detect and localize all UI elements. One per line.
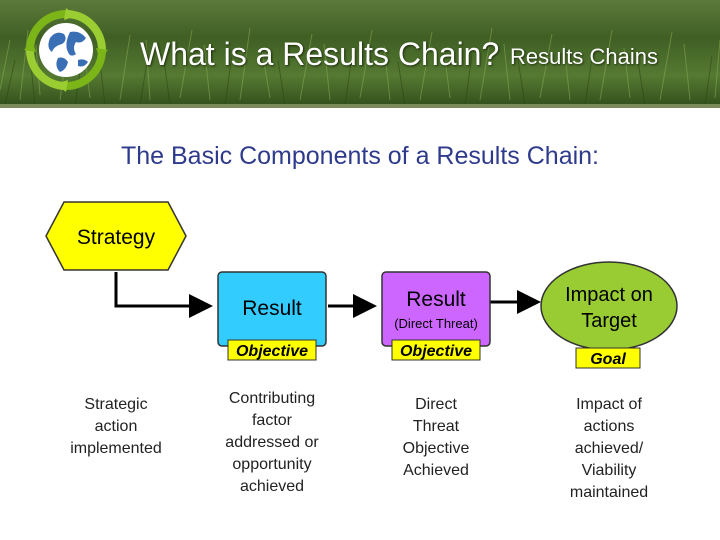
goal-label: Goal: [590, 351, 626, 368]
threat-description-line: Objective: [402, 440, 470, 457]
impact-description-line: maintained: [569, 484, 649, 501]
impact-label-line1: Impact on: [565, 284, 653, 306]
result-objective-label: Objective: [236, 343, 308, 360]
threat-objective-label: Objective: [400, 343, 472, 360]
impact-description: Impact of actions achieved/ Viability ma…: [538, 394, 680, 504]
strategy-description-line: action: [94, 418, 138, 435]
result-description-line: factor: [251, 412, 292, 429]
subtitle: The Basic Components of a Results Chain:: [120, 142, 599, 170]
impact-description-line: Impact of: [576, 396, 642, 413]
strategy-connector-arrow: [114, 272, 213, 318]
strategy-label: Strategy: [77, 226, 156, 249]
threat-description: Direct Threat Objective Achieved: [366, 394, 506, 482]
page-title: What is a Results Chain?: [140, 36, 500, 72]
result-objective-tag: [227, 339, 317, 361]
grass-background: [0, 24, 720, 106]
impact-description-line: actions: [583, 418, 635, 435]
threat-objective-tag: [391, 339, 481, 361]
strategy-hexagon: [45, 201, 187, 271]
strategy-description-line: Strategic: [84, 396, 148, 413]
result-label: Result: [242, 297, 302, 320]
threat-description-line: Achieved: [403, 462, 469, 479]
goal-tag: [575, 347, 641, 369]
section-label: Results Chains: [510, 44, 658, 69]
header-banner: What is a Results Chain? Results Chains: [0, 0, 720, 108]
strategy-description-line: implemented: [70, 440, 162, 457]
threat-description-line: Threat: [412, 418, 460, 435]
threat-description-line: Direct: [415, 396, 457, 413]
impact-on-target-ellipse: [540, 261, 678, 351]
strategy-description: Strategic action implemented: [46, 394, 186, 460]
direct-threat-result-label: Result: [406, 288, 466, 311]
impact-description-line: Viability: [581, 462, 637, 479]
globe-logo-icon: [24, 8, 108, 97]
header-divider: [0, 104, 720, 108]
direct-threat-sublabel: (Direct Threat): [394, 316, 478, 331]
impact-label-line2: Target: [581, 310, 637, 332]
result-description-line: opportunity: [232, 456, 312, 473]
result-description-line: achieved: [239, 478, 305, 495]
result-description-line: Contributing: [228, 390, 316, 407]
result-description: Contributing factor addressed or opportu…: [202, 388, 342, 498]
result-description-line: addressed or: [225, 434, 319, 451]
impact-description-line: achieved/: [574, 440, 644, 457]
